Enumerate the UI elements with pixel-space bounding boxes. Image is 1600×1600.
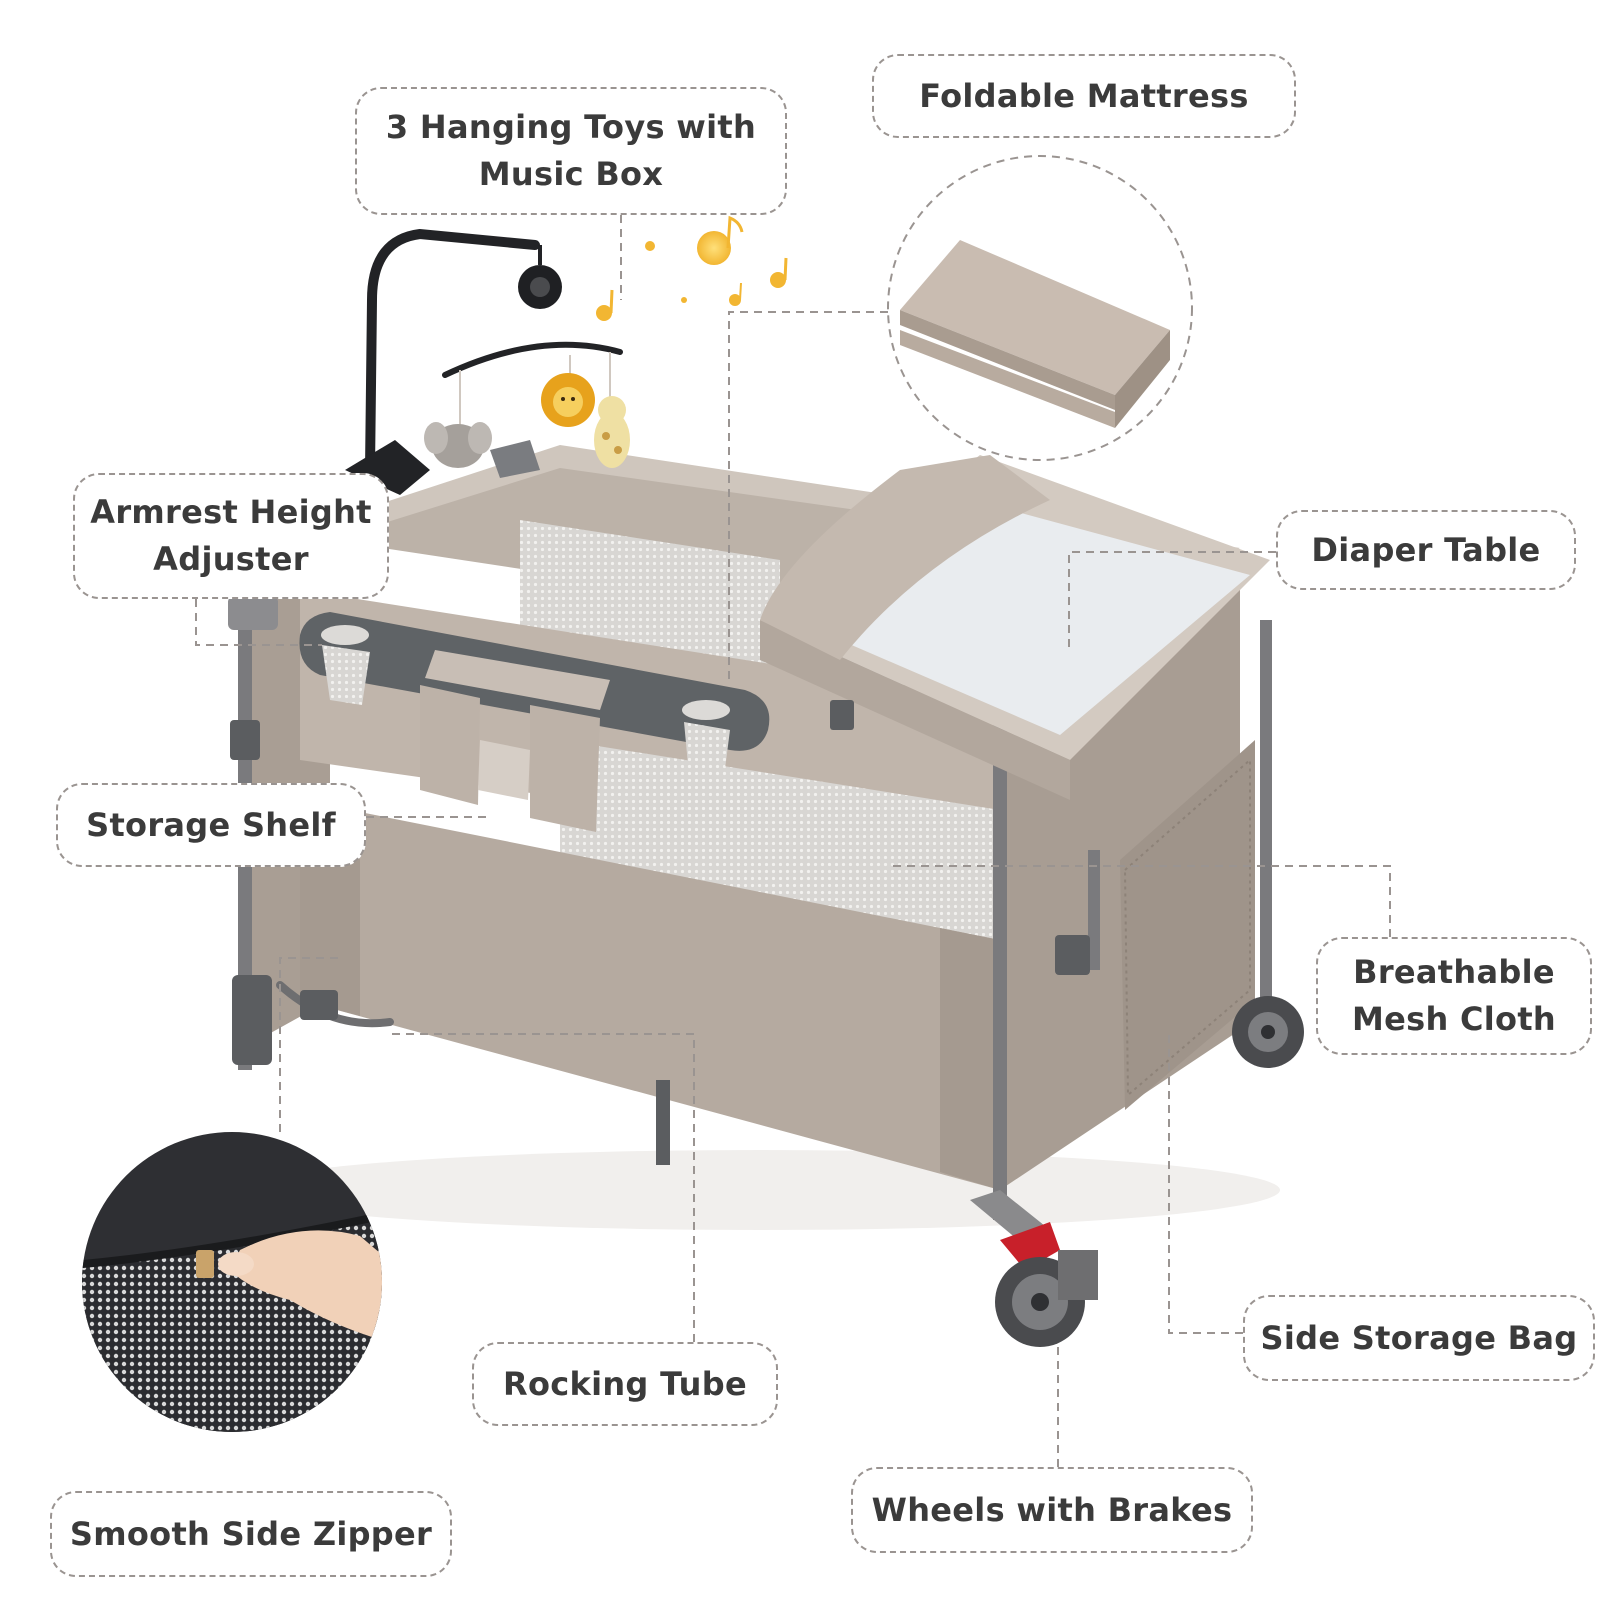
frame-leg-right-rear: [1260, 620, 1272, 1020]
floor-shadow: [240, 1150, 1280, 1230]
callout-side-zipper: Smooth Side Zipper: [50, 1491, 452, 1577]
leader-rocking: [390, 1033, 695, 1342]
foldable-mattress-inset: [887, 155, 1193, 461]
mobile-arm: [365, 228, 540, 475]
lion-toy: [541, 373, 595, 427]
callout-wheels-brakes-text: Wheels with Brakes: [871, 1490, 1233, 1529]
callout-hanging-toys-line1: 3 Hanging Toys with: [385, 108, 757, 146]
leader-mattress: [728, 311, 888, 685]
leader-zipper: [279, 957, 338, 1132]
foot-front-left: [232, 975, 272, 1065]
callout-foldable-mattress-text: Foldable Mattress: [919, 76, 1249, 115]
mobile-hanger: [442, 341, 623, 378]
elephant-toy: [424, 422, 492, 468]
callout-diaper-table: Diaper Table: [1276, 510, 1576, 590]
leader-lines: [195, 215, 1391, 1467]
center-leg: [656, 1080, 670, 1165]
callout-hanging-toys-line2: Music Box: [478, 155, 664, 193]
callout-rocking-tube: Rocking Tube: [472, 1342, 778, 1426]
callout-mesh-line1: Breathable: [1353, 953, 1555, 991]
diaper-table-flap: [760, 455, 1050, 660]
callout-hanging-toys: 3 Hanging Toys with Music Box: [355, 87, 787, 215]
callout-armrest-line2: Adjuster: [153, 540, 309, 578]
leader-mesh: [892, 865, 1391, 937]
frame-leg-back-right: [1088, 850, 1100, 970]
diaper-table: [760, 455, 1270, 800]
music-notes: [596, 215, 788, 321]
front-mesh-band: [560, 740, 1000, 940]
leader-diaper: [1068, 551, 1276, 648]
zipper-pull: [196, 1250, 214, 1278]
changing-pad: [840, 510, 1250, 735]
giraffe-toy: [594, 396, 630, 468]
callout-diaper-table-text: Diaper Table: [1311, 530, 1541, 569]
frame-leg-front-right: [993, 700, 1007, 1220]
callout-foldable-mattress: Foldable Mattress: [872, 54, 1296, 138]
leader-sidebag: [1168, 1030, 1243, 1334]
callout-side-storage-bag: Side Storage Bag: [1243, 1295, 1595, 1381]
callout-side-storage-bag-text: Side Storage Bag: [1260, 1318, 1578, 1357]
travel-crib: [228, 445, 1304, 1347]
wheel-rear: [1232, 996, 1304, 1068]
callout-wheels-brakes: Wheels with Brakes: [851, 1467, 1253, 1553]
zipper-inset: [82, 1132, 382, 1432]
leader-armrest: [195, 599, 322, 646]
mobile-clip: [490, 440, 540, 478]
crib-front-panel: [300, 800, 1000, 1190]
hanging-mobile: [345, 215, 788, 495]
callout-armrest-line1: Armrest Height: [90, 493, 372, 531]
side-storage-bag: [1120, 740, 1255, 1110]
armrest-adjuster: [228, 596, 278, 630]
callout-storage-shelf: Storage Shelf: [56, 783, 366, 867]
callout-storage-shelf-text: Storage Shelf: [86, 805, 336, 844]
storage-shelf-tray: [299, 612, 770, 832]
callout-mesh-cloth: Breathable Mesh Cloth: [1316, 937, 1592, 1055]
hand: [230, 1230, 382, 1345]
callout-rocking-tube-text: Rocking Tube: [503, 1364, 747, 1403]
callout-side-zipper-text: Smooth Side Zipper: [69, 1514, 433, 1553]
callout-mesh-line2: Mesh Cloth: [1351, 1000, 1557, 1038]
wheel-with-brake: [970, 1190, 1098, 1347]
callout-armrest-adjuster: Armrest Height Adjuster: [73, 473, 389, 599]
zipper-track: [82, 1208, 382, 1270]
